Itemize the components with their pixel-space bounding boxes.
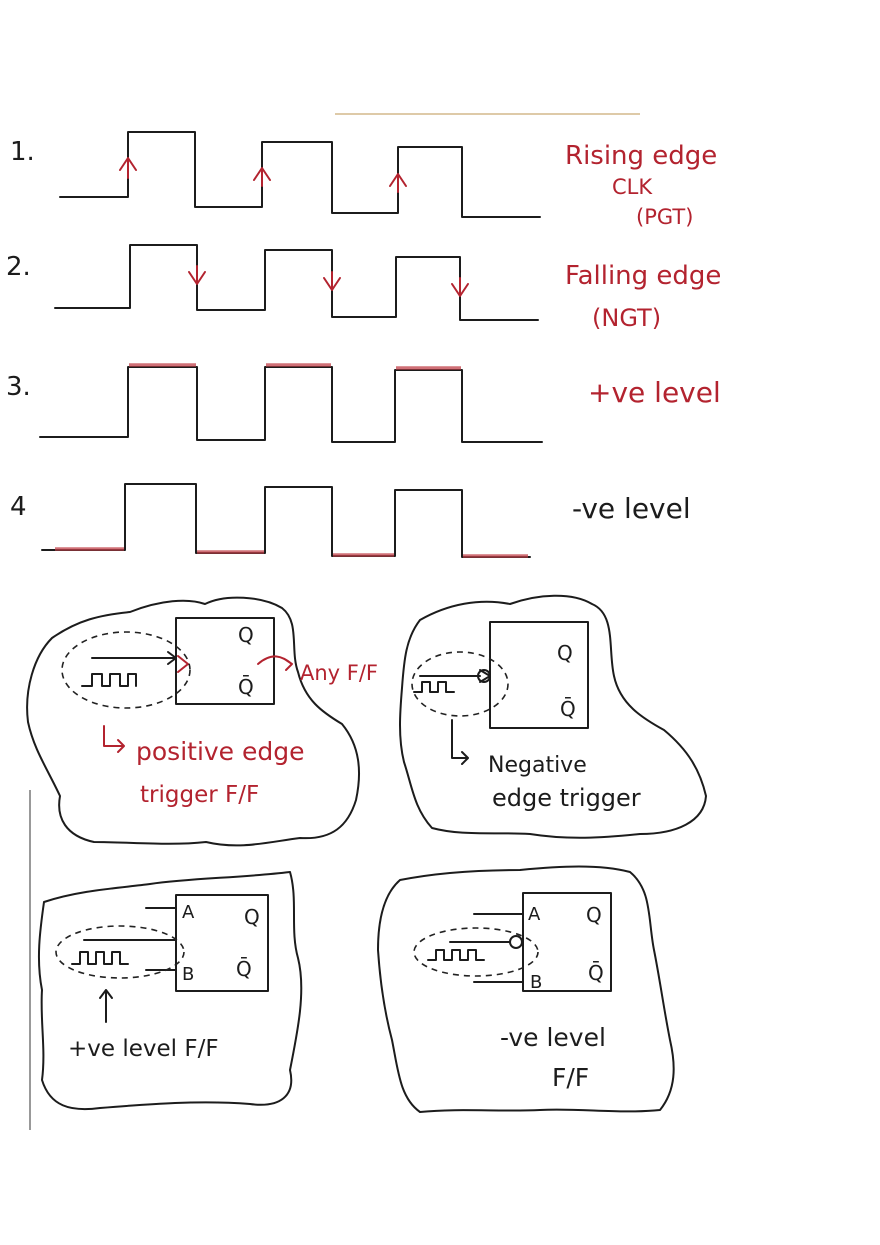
rising-edge-arrow-1: [119, 157, 137, 179]
falling-edge-arrow-3: [451, 277, 469, 297]
clock-input-highlight: [55, 925, 185, 979]
q-output-label: Q: [244, 905, 260, 929]
cloud-positive-level: [37, 871, 303, 1111]
caption-pointer-icon: [99, 989, 113, 1023]
caption-negative-edge-line2: edge trigger: [492, 784, 641, 812]
cloud-negative-level: [377, 865, 675, 1113]
waveform-3: [39, 366, 543, 443]
any-ff-pointer-icon: [257, 655, 293, 671]
caption-positive-level: +ve level F/F: [68, 1036, 219, 1062]
input-b-label: B: [182, 964, 194, 985]
falling-edge-arrow-1: [188, 265, 206, 285]
row-number-3: 3.: [6, 372, 31, 402]
q-output-label: Q: [238, 623, 254, 647]
clock-input-highlight: [411, 651, 509, 717]
label-falling-edge: Falling edge: [565, 261, 721, 291]
clock-pulse-icon: [427, 949, 485, 961]
clock-input-highlight: [61, 631, 191, 709]
caption-positive-edge-line1: positive edge: [136, 737, 305, 766]
label-positive-level: +ve level: [588, 376, 721, 409]
input-a-label: A: [182, 902, 195, 923]
edge-trigger-arrow-icon: [177, 655, 189, 673]
clock-pulse-icon: [71, 951, 129, 965]
falling-edge-arrow-2: [323, 271, 341, 291]
label-clk: CLK: [612, 175, 653, 199]
label-ngt: (NGT): [592, 304, 661, 332]
q-output-label: Q: [586, 903, 602, 927]
clock-input-highlight: [413, 927, 539, 977]
q-bar-output-label: Q̄: [588, 960, 604, 985]
q-output-label: Q: [557, 641, 573, 665]
flipflop-box-positive-edge: [175, 617, 275, 705]
clock-pulse-icon: [413, 681, 455, 693]
row-number-2: 2.: [6, 252, 31, 282]
row-number-1: 1.: [10, 137, 35, 167]
waveform-4: [41, 483, 531, 558]
label-negative-level: -ve level: [572, 492, 691, 525]
input-b-label: B: [530, 972, 542, 993]
caption-positive-edge-line2: trigger F/F: [140, 782, 259, 808]
note-any-flipflop: Any F/F: [300, 661, 378, 685]
caption-negative-edge-line1: Negative: [488, 753, 587, 778]
waveform-2: [54, 244, 539, 321]
caption-negative-level-line1: -ve level: [500, 1023, 606, 1052]
rising-edge-arrow-2: [253, 167, 271, 187]
caption-pointer-icon: [451, 719, 469, 765]
waveform-1: [59, 131, 541, 218]
label-rising-edge: Rising edge: [565, 141, 717, 171]
caption-pointer-icon: [103, 725, 125, 753]
cloud-positive-edge: [26, 596, 361, 847]
rising-edge-arrow-3: [389, 173, 407, 193]
clock-arrow-icon: [167, 651, 177, 665]
inversion-bubble-icon: [509, 935, 523, 949]
clock-arrow-icon: [479, 669, 491, 683]
input-a-label: A: [528, 904, 541, 925]
clock-pulse-icon: [81, 673, 137, 687]
q-bar-output-label: Q̄: [236, 956, 252, 981]
q-bar-output-label: Q̄: [560, 696, 576, 721]
row-number-4: 4: [10, 492, 27, 522]
cloud-negative-edge: [399, 594, 707, 839]
caption-negative-level-line2: F/F: [552, 1063, 589, 1092]
q-bar-output-label: Q̄: [238, 674, 254, 699]
flipflop-box-positive-level: [175, 894, 269, 992]
label-pgt: (PGT): [636, 205, 693, 229]
